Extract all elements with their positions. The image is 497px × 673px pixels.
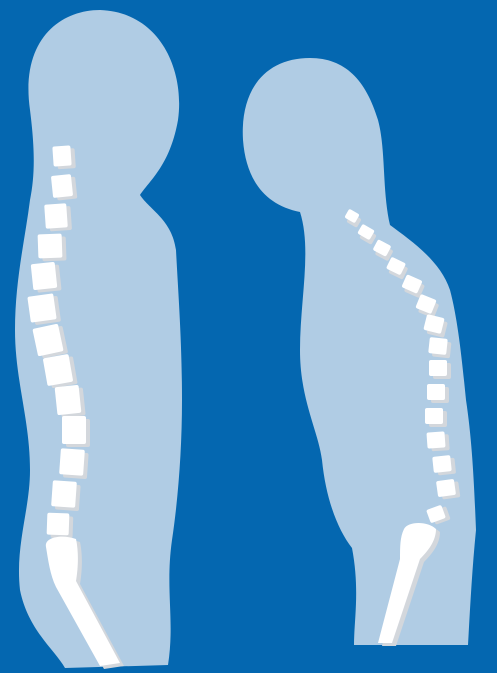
upright-vertebra-bone <box>44 203 68 228</box>
hunched-vertebra-bone <box>426 431 445 448</box>
upright-vertebra-bone <box>38 234 63 259</box>
upright-vertebra-bone <box>43 354 73 386</box>
upright-vertebra-bone <box>47 513 70 536</box>
hunched-vertebra-bone <box>432 455 452 473</box>
upright-vertebra-2 <box>51 174 77 201</box>
upright-vertebra-bone <box>52 145 71 166</box>
upright-vertebra-7 <box>32 323 68 360</box>
hunched-vertebra-bone <box>425 408 443 424</box>
hunched-vertebra-14 <box>436 478 460 500</box>
upright-vertebra-3 <box>44 203 72 232</box>
upright-vertebra-10 <box>62 416 90 447</box>
upright-vertebra-bone <box>31 262 58 290</box>
hunched-vertebra-bone <box>427 384 445 400</box>
upright-vertebra-bone <box>51 174 73 198</box>
upright-vertebra-bone <box>27 293 56 322</box>
upright-vertebra-12 <box>51 480 81 511</box>
upright-vertebra-5 <box>31 261 62 293</box>
upright-vertebra-bone <box>55 385 82 415</box>
hunched-vertebra-bone <box>428 337 448 355</box>
upright-vertebra-13 <box>47 513 74 539</box>
upright-posture-figure <box>15 10 182 669</box>
upright-vertebra-8 <box>43 353 78 389</box>
upright-vertebra-6 <box>27 293 61 326</box>
upright-vertebra-9 <box>55 384 86 418</box>
upright-vertebra-bone <box>62 416 86 444</box>
hunched-vertebra-bone <box>429 360 447 376</box>
upright-vertebra-1 <box>52 145 76 169</box>
hunched-vertebra-bone <box>436 479 456 497</box>
upright-vertebra-bone <box>51 480 77 508</box>
upright-vertebra-bone <box>59 448 85 476</box>
upright-vertebra-4 <box>38 233 67 261</box>
upright-vertebra-11 <box>59 448 89 479</box>
